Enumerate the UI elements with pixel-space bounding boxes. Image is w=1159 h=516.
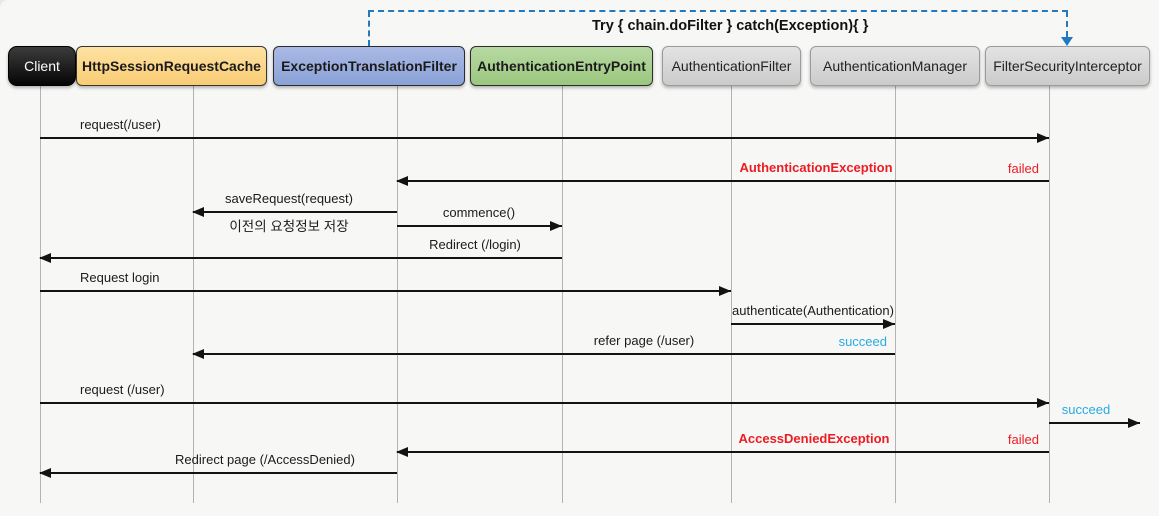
save-request-label: saveRequest(request) [225,191,353,206]
lifeline-client [40,86,41,503]
try-catch-arrow-icon [1061,37,1073,46]
redirect-login-label: Redirect (/login) [429,237,521,252]
lifeline-etf [397,86,398,503]
request-login-line [40,290,731,292]
redirect-login-line [40,257,562,259]
refer-page-line [193,353,895,355]
succeed-out-line [1049,422,1140,424]
redirect-login-arrowhead-icon [39,253,51,263]
access-denied-return-status-label: failed [1007,432,1039,447]
access-denied-return-line [397,451,1049,453]
actor-client: Client [8,46,76,86]
actor-fsi: FilterSecurityInterceptor [985,46,1150,86]
actor-aep: AuthenticationEntryPoint [470,46,653,86]
request-user-2-arrowhead-icon [1037,398,1049,408]
try-catch-connector-right-drop [1066,11,1068,37]
auth-exception-return-arrowhead-icon [396,176,408,186]
request-user-2-label: request (/user) [80,382,165,397]
commence-arrowhead-icon [550,221,562,231]
try-catch-annotation: Try { chain.doFilter } catch(Exception){… [592,18,869,34]
auth-exception-return-status-label: failed [1007,161,1039,176]
refer-page-label: refer page (/user) [593,333,695,348]
request-login-label: Request login [80,270,160,285]
authenticate-line [731,323,895,325]
auth-exception-return-line [397,180,1049,182]
lifeline-af [731,86,732,503]
actor-am: AuthenticationManager [810,46,980,86]
actor-cache: HttpSessionRequestCache [76,46,267,86]
lifeline-aep [562,86,563,503]
redirect-access-denied-arrowhead-icon [39,468,51,478]
actor-af: AuthenticationFilter [662,46,801,86]
succeed-out-label: succeed [1061,402,1111,417]
request-user-1-label: request(/user) [80,117,161,132]
request-user-1-arrowhead-icon [1037,133,1049,143]
save-request-line [193,211,397,213]
authenticate-arrowhead-icon [883,319,895,329]
commence-line [397,225,562,227]
lifeline-cache [193,86,194,503]
authenticate-label: authenticate(Authentication) [732,303,894,318]
try-catch-connector-span [368,10,1068,12]
auth-exception-return-label: AuthenticationException [739,160,893,175]
lifeline-am [895,86,896,503]
save-request-sublabel: 이전의 요청정보 저장 [229,219,349,234]
commence-label: commence() [442,205,516,220]
redirect-access-denied-line [40,472,397,474]
lifeline-fsi [1049,86,1050,503]
access-denied-return-arrowhead-icon [396,447,408,457]
request-user-2-line [40,402,1049,404]
refer-page-arrowhead-icon [192,349,204,359]
save-request-arrowhead-icon [192,207,204,217]
refer-page-status-label: succeed [838,334,887,349]
access-denied-return-label: AccessDeniedException [738,431,890,446]
succeed-out-arrowhead-icon [1128,418,1140,428]
request-login-arrowhead-icon [719,286,731,296]
request-user-1-line [40,137,1049,139]
redirect-access-denied-label: Redirect page (/AccessDenied) [175,452,355,467]
try-catch-connector-left-drop [368,11,370,46]
actor-etf: ExceptionTranslationFilter [273,46,465,86]
